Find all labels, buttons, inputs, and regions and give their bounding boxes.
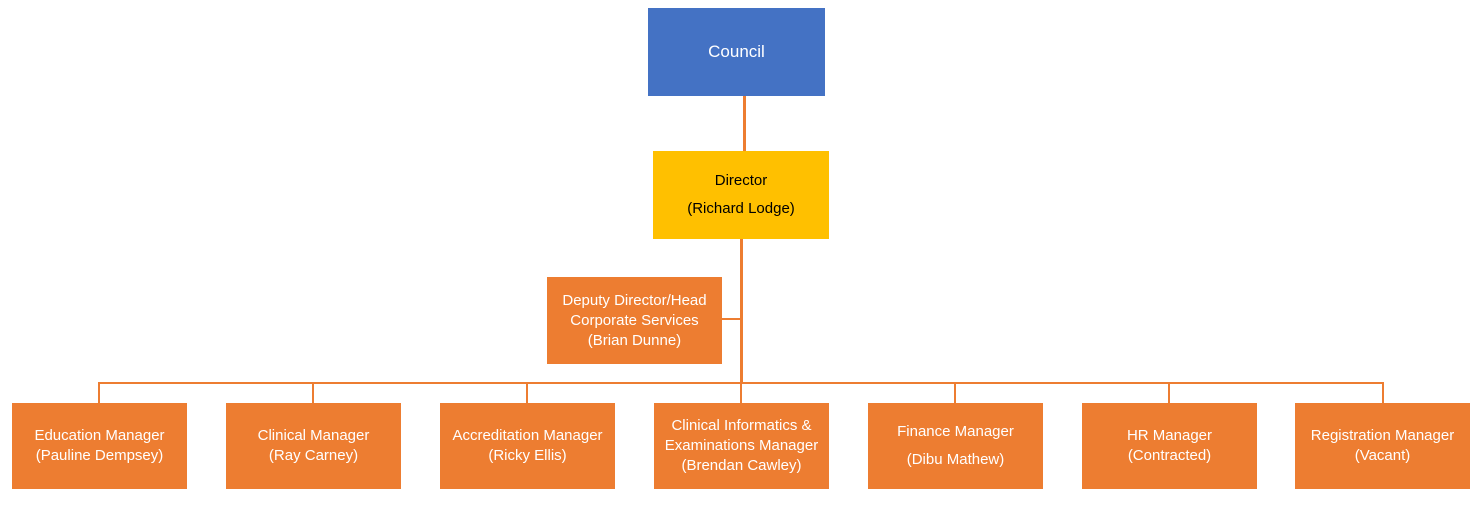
drop-clinical [312, 382, 314, 403]
manager-name: (Ricky Ellis) [488, 447, 567, 464]
deputy-name: (Brian Dunne) [587, 331, 682, 349]
council-box: Council [648, 8, 825, 96]
drop-finance [954, 382, 956, 403]
manager-box-registration: Registration Manager (Vacant) [1295, 403, 1470, 489]
deputy-line-1: Deputy Director/Head [562, 291, 707, 309]
manager-title: Finance Manager [897, 423, 1014, 440]
manager-box-education: Education Manager (Pauline Dempsey) [12, 403, 187, 489]
manager-box-finance: Finance Manager (Dibu Mathew) [868, 403, 1043, 489]
manager-name: (Contracted) [1127, 447, 1212, 464]
drop-informatics [740, 382, 742, 403]
council-label: Council [708, 42, 765, 61]
manager-box-informatics: Clinical Informatics & Examinations Mana… [654, 403, 829, 489]
manager-title: Registration Manager [1310, 427, 1455, 444]
manager-title: Clinical Manager [257, 427, 370, 444]
drop-education [98, 382, 100, 403]
deputy-director-box: Deputy Director/Head Corporate Services … [547, 277, 722, 364]
manager-title: HR Manager [1126, 427, 1213, 444]
manager-name: (Ray Carney) [268, 447, 359, 464]
manager-box-accreditation: Accreditation Manager (Ricky Ellis) [440, 403, 615, 489]
manager-box-clinical: Clinical Manager (Ray Carney) [226, 403, 401, 489]
manager-title: Education Manager [34, 427, 165, 444]
deputy-line-2: Corporate Services [570, 311, 699, 329]
director-box: Director (Richard Lodge) [653, 151, 829, 239]
manager-title: Clinical Informatics & [671, 417, 812, 434]
manager-name: (Dibu Mathew) [906, 451, 1005, 468]
manager-name: (Vacant) [1354, 447, 1411, 464]
manager-name: (Pauline Dempsey) [35, 447, 164, 464]
manager-name: (Brendan Cawley) [681, 457, 802, 474]
director-title: Director [714, 172, 768, 189]
manager-title-line-2: Examinations Manager [664, 437, 819, 454]
council-director-connector [743, 95, 746, 152]
manager-title: Accreditation Manager [452, 427, 603, 444]
deputy-connector [721, 318, 742, 320]
drop-accreditation [526, 382, 528, 403]
manager-box-hr: HR Manager (Contracted) [1082, 403, 1257, 489]
drop-hr [1168, 382, 1170, 403]
director-name: (Richard Lodge) [687, 200, 795, 217]
drop-registration [1382, 382, 1384, 403]
director-trunk-connector [740, 238, 743, 384]
